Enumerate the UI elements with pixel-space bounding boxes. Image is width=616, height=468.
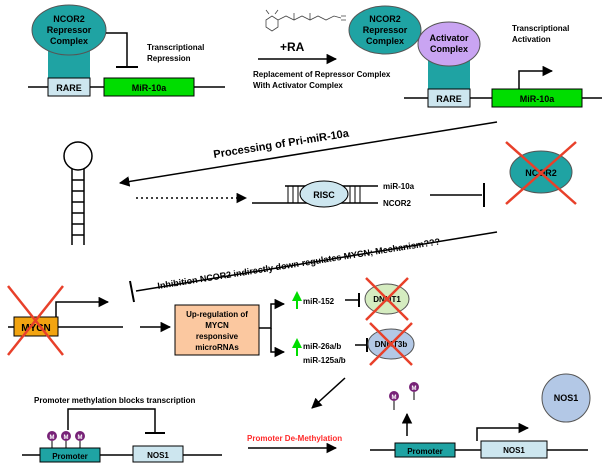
inhibition-label: Inhibition NCOR2 indirectly down-regulat… [157, 236, 441, 291]
risc-complex: RISC miR-10a NCOR2 [252, 180, 485, 208]
upreg-label-3: responsive [196, 332, 239, 341]
mir10a-label: MiR-10a [132, 83, 168, 93]
repressor-label-2: Repressor [47, 25, 92, 35]
rare-label-activated: RARE [436, 94, 462, 104]
nos1-label-left: NOS1 [147, 451, 169, 460]
methyl-mark: M [50, 435, 55, 441]
activation-label-1: Transcriptional [512, 24, 569, 33]
retinoic-acid-structure [265, 9, 346, 32]
active-nos1-region: Promoter NOS1 M M NOS1 [370, 373, 591, 459]
panel-repression: NCOR2 Repressor Complex RARE MiR-10a Tra… [28, 4, 225, 97]
cross-line [369, 322, 413, 366]
methylation-block-connector [67, 408, 156, 432]
mycn-label: MYCN [21, 323, 50, 334]
transcription-start-arrow [518, 65, 554, 89]
ncor2-repressor-complex [31, 4, 107, 56]
mir10a-gene-activated [491, 88, 583, 108]
activator-label-2: Complex [430, 44, 468, 54]
mir10a-gene [103, 77, 195, 97]
rare-label: RARE [56, 83, 82, 93]
nos1-transcription-arrow [476, 422, 530, 441]
nos1-label-right: NOS1 [503, 446, 525, 455]
demethylation-label: Promoter De-Methylation [247, 434, 342, 443]
to-demethylation-arrow [311, 377, 346, 409]
methyl-mark: M [64, 435, 69, 441]
released-label-3: Complex [366, 36, 404, 46]
nos1-protein-label: NOS1 [554, 393, 579, 403]
rare-box [47, 77, 91, 97]
rare-box-activated [427, 88, 471, 108]
mycn-gene-region: MYCN [7, 285, 123, 356]
methyl-group-icon [61, 431, 71, 441]
mir125-label: miR-125a/b [303, 356, 346, 365]
processing-arrow [118, 121, 498, 187]
mir10a-label-activated: MiR-10a [520, 94, 556, 104]
risc-label: RISC [313, 190, 335, 200]
inhibition-bar [129, 280, 135, 303]
methyl-group-icon [47, 431, 57, 441]
upregulation-box [174, 304, 260, 356]
inhibition-line [135, 231, 498, 292]
mir26-label: miR-26a/b [303, 342, 341, 351]
upreg-label-4: microRNAs [195, 343, 239, 352]
replacement-label-1: Replacement of Repressor Complex [253, 70, 391, 79]
processing-label: Processing of Pri-miR-10a [213, 128, 351, 161]
dnmt1-crossed: DNMT1 [364, 277, 410, 321]
replacement-label-2: With Activator Complex [253, 81, 343, 90]
methyl-group-icon [75, 431, 85, 441]
released-label-2: Repressor [363, 25, 408, 35]
methyl-mark: M [412, 386, 417, 392]
nos1-box-right [480, 440, 548, 459]
cross-line [7, 285, 64, 356]
nos1-box-left [132, 445, 184, 463]
branch-arrow-top [259, 298, 286, 329]
repression-label-1: Transcriptional [147, 43, 204, 52]
cross-line [505, 141, 577, 205]
repression-connector [106, 32, 128, 67]
activator-label-1: Activator [429, 33, 469, 43]
mir152-label: miR-152 [303, 297, 335, 306]
released-ncor2-complex [348, 5, 422, 55]
released-methyl-icon [409, 382, 419, 392]
dnmt3b-crossed: DNMT3b [367, 322, 415, 366]
repression-label-2: Repression [147, 54, 191, 63]
activator-complex [417, 21, 481, 67]
methyl-mark: M [78, 435, 83, 441]
methylated-nos1-region: Promoter methylation blocks transcriptio… [22, 396, 222, 463]
methyl-mark: M [392, 395, 397, 401]
cross-line [365, 277, 409, 321]
blocks-label: Promoter methylation blocks transcriptio… [34, 396, 195, 405]
repressor-label-1: NCOR2 [53, 14, 85, 24]
promoter-label-left: Promoter [52, 452, 88, 461]
pri-mir10a-hairpin [63, 141, 93, 245]
nos1-protein-circle [541, 373, 591, 423]
released-label-1: NCOR2 [369, 14, 401, 24]
repressor-label-3: Complex [50, 36, 88, 46]
risc-mir10a-label: miR-10a [383, 182, 415, 191]
ncor2-degraded: NCOR2 [505, 141, 577, 205]
mycn-box [13, 316, 59, 337]
risc-ellipse [299, 180, 349, 208]
released-methyl-icon [389, 391, 399, 401]
mycn-transcription-arrow [55, 296, 110, 317]
promoter-box-left [39, 447, 101, 463]
activation-label-2: Activation [512, 35, 551, 44]
upreg-label-1: Up-regulation of [186, 310, 248, 319]
ra-label: +RA [280, 40, 305, 54]
branch-arrow-bottom [270, 328, 286, 358]
risc-ncor2-label: NCOR2 [383, 199, 412, 208]
promoter-box-right [394, 442, 456, 458]
upreg-label-2: MYCN [205, 321, 229, 330]
promoter-label-right: Promoter [407, 447, 443, 456]
panel-activation: +RA Replacement of Repressor Complex Wit… [253, 5, 602, 108]
